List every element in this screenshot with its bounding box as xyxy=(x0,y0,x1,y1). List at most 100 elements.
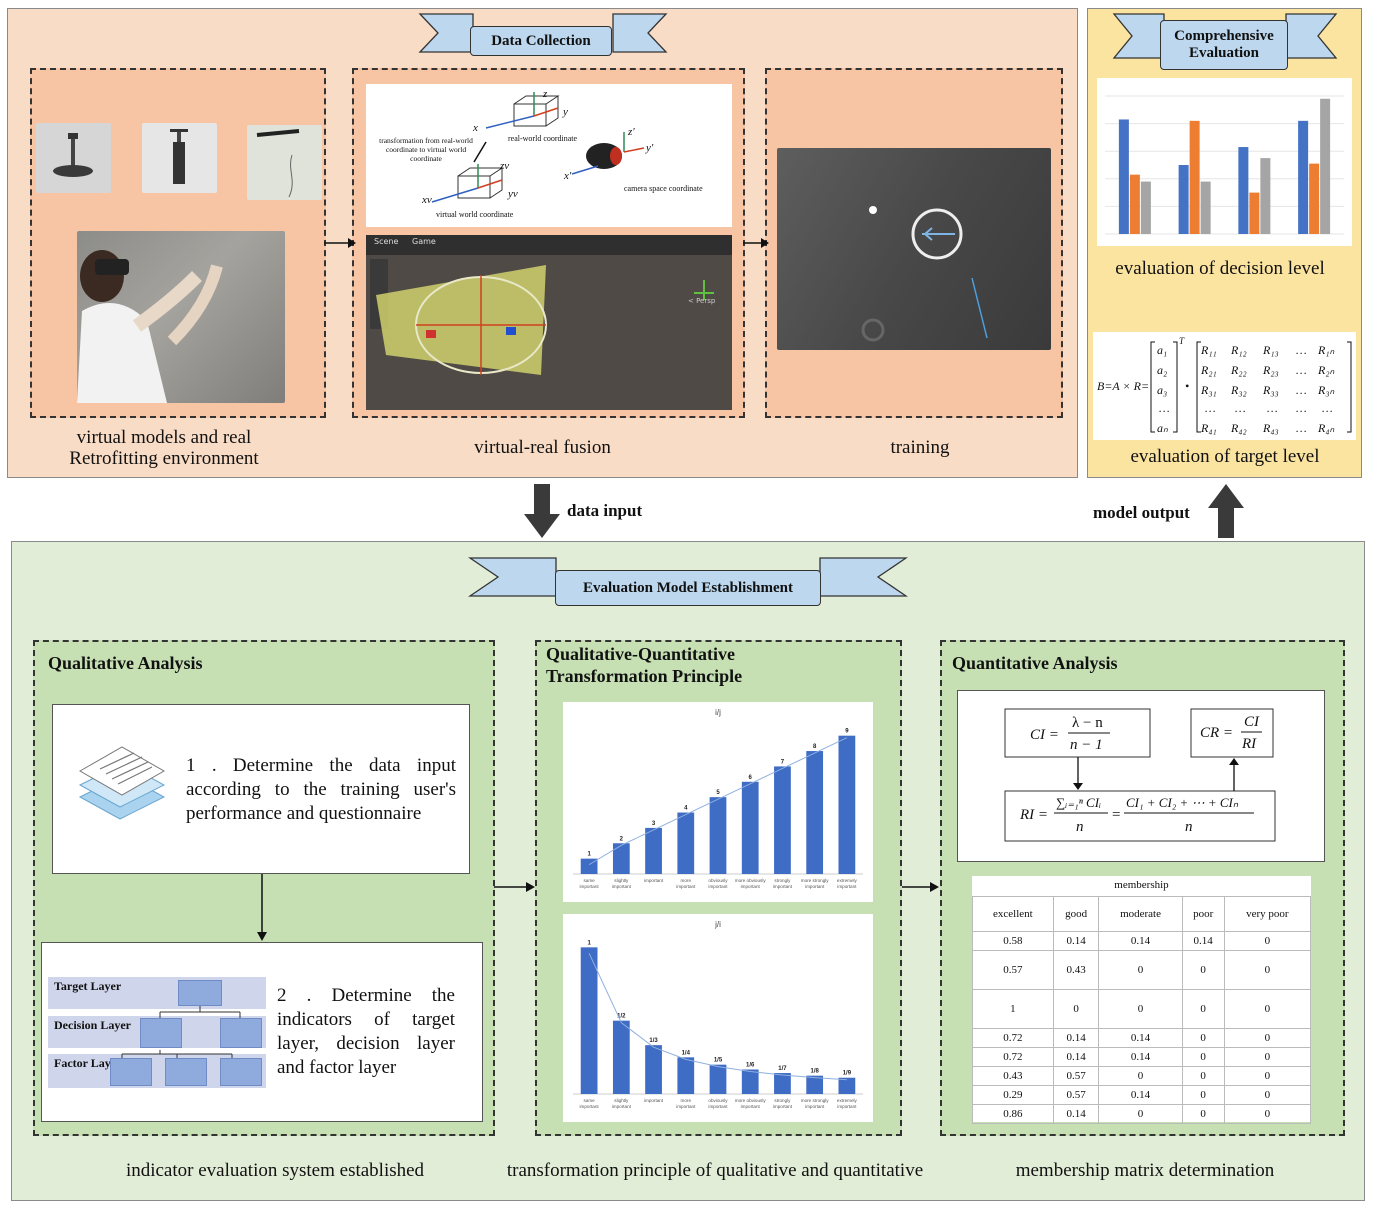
category-label: important xyxy=(837,1104,857,1109)
target-level-caption: evaluation of target level xyxy=(1130,446,1320,467)
decision-node-1 xyxy=(140,1018,182,1048)
membership-cell: 0 xyxy=(1223,931,1312,951)
bar-1 xyxy=(580,947,598,1094)
data-label: 3 xyxy=(652,821,656,827)
category-label: important xyxy=(644,1098,664,1103)
chart-title: j/i xyxy=(714,920,721,929)
bar-4 xyxy=(677,812,695,874)
tool-model-2-image xyxy=(142,123,217,193)
svg-text:R₁₁: R₁₁ xyxy=(1200,343,1217,357)
membership-cell: 0 xyxy=(1098,989,1183,1029)
svg-text:…: … xyxy=(1322,401,1333,415)
step2-text: 2 . Determine the indicators of target l… xyxy=(277,985,455,1078)
syringe-tool-icon xyxy=(170,129,188,184)
document-stack-icon xyxy=(78,746,166,820)
tool-model-1-image xyxy=(36,123,111,193)
svg-text:R₃₂: R₃₂ xyxy=(1230,383,1247,397)
trend-line xyxy=(588,737,848,866)
arrow-transform-to-quant xyxy=(902,882,939,892)
decision-bar xyxy=(1189,120,1200,234)
membership-cell: 0.14 xyxy=(1052,1047,1100,1067)
decision-bar xyxy=(1249,192,1260,234)
unity-toolbar: Scene Game xyxy=(366,235,732,255)
data-label: 6 xyxy=(749,775,753,781)
membership-cell: 0 xyxy=(1181,1085,1225,1105)
decision-bar xyxy=(1238,147,1249,234)
target-layer-label: Target Layer xyxy=(48,977,266,1009)
ar-target-marker-icon xyxy=(861,206,988,342)
membership-cell: 0 xyxy=(1223,1047,1312,1067)
chart-ij: i/j1sameimportant2slightlyimportant3impo… xyxy=(573,708,863,889)
category-label: strongly xyxy=(774,1098,791,1103)
membership-cell: 0.43 xyxy=(1052,950,1100,990)
data-label: 5 xyxy=(716,790,720,796)
svg-text:R₂₃: R₂₃ xyxy=(1262,363,1279,377)
quantitative-title: Quantitative Analysis xyxy=(952,653,1118,673)
data-input-arrow xyxy=(524,484,560,538)
svg-text:R₁ₙ: R₁ₙ xyxy=(1317,343,1335,357)
step-arrow xyxy=(257,874,267,941)
membership-cell: 0 xyxy=(1098,950,1183,990)
membership-cell: 0.14 xyxy=(1098,1028,1183,1048)
membership-cell: 0 xyxy=(1052,989,1100,1029)
unity-persp-label: < Persp xyxy=(688,297,716,305)
category-label: obviously xyxy=(708,878,728,883)
membership-cell: 0 xyxy=(1223,950,1312,990)
membership-cell: 0 xyxy=(1223,1028,1312,1048)
decision-node-2 xyxy=(220,1018,262,1048)
membership-cell: 1 xyxy=(972,989,1054,1029)
svg-text:…: … xyxy=(1159,401,1170,415)
bar-8 xyxy=(806,751,824,874)
unity-scene-tab[interactable]: Scene xyxy=(374,237,399,246)
data-label: 1 xyxy=(587,852,591,858)
svg-text:CI: CI xyxy=(1244,714,1260,730)
category-label: more strongly xyxy=(801,1098,830,1103)
membership-cell: 0.57 xyxy=(1052,1085,1100,1105)
svg-text:RI: RI xyxy=(1241,736,1257,752)
model-output-label: model output xyxy=(1093,503,1190,522)
data-label: 4 xyxy=(684,806,688,812)
data-label: 1/2 xyxy=(617,1014,626,1020)
bar-1/6 xyxy=(741,1069,759,1094)
arrow-qual-to-transform xyxy=(494,882,535,892)
bar-1/3 xyxy=(645,1045,662,1094)
svg-text:R₄₂: R₄₂ xyxy=(1230,421,1247,435)
comprehensive-evaluation-title: Comprehensive Evaluation xyxy=(1160,20,1288,70)
evaluation-model-title: Evaluation Model Establishment xyxy=(555,570,821,606)
data-label: 1/5 xyxy=(714,1058,723,1064)
membership-table: excellent good moderate poor very poor 0… xyxy=(972,896,1312,1124)
svg-text:…: … xyxy=(1235,401,1246,415)
axis-zv-label: zv xyxy=(500,160,510,172)
bar-1/9 xyxy=(838,1077,856,1094)
membership-cell: 0 xyxy=(1223,1085,1312,1105)
membership-cell: 0 xyxy=(1181,989,1225,1029)
header-very-poor: very poor xyxy=(1223,896,1312,932)
unity-scene-drawing xyxy=(376,265,714,375)
bar-1/7 xyxy=(774,1073,791,1094)
arrow-fusion-to-training xyxy=(743,238,769,248)
membership-cell: 0 xyxy=(1223,1066,1312,1086)
header-poor: poor xyxy=(1181,896,1225,932)
axis-xv-label: xv xyxy=(422,194,432,206)
factor-node-3 xyxy=(220,1058,262,1086)
data-label: 1 xyxy=(587,940,591,946)
unity-game-tab[interactable]: Game xyxy=(412,237,436,246)
category-label: important xyxy=(708,884,728,889)
svg-text:…: … xyxy=(1296,363,1307,377)
membership-cell: 0.43 xyxy=(972,1066,1054,1086)
membership-cell: 0 xyxy=(1181,1047,1225,1067)
category-label: important xyxy=(741,1104,761,1109)
category-label: important xyxy=(837,884,857,889)
category-label: important xyxy=(580,884,600,889)
membership-title: membership xyxy=(1114,879,1169,891)
svg-text:R₁₂: R₁₂ xyxy=(1230,343,1247,357)
qualitative-title: Qualitative Analysis xyxy=(48,653,203,673)
category-label: slightly xyxy=(614,878,629,883)
membership-cell: 0 xyxy=(1181,1028,1225,1048)
svg-text:R₃ₙ: R₃ₙ xyxy=(1317,383,1335,397)
